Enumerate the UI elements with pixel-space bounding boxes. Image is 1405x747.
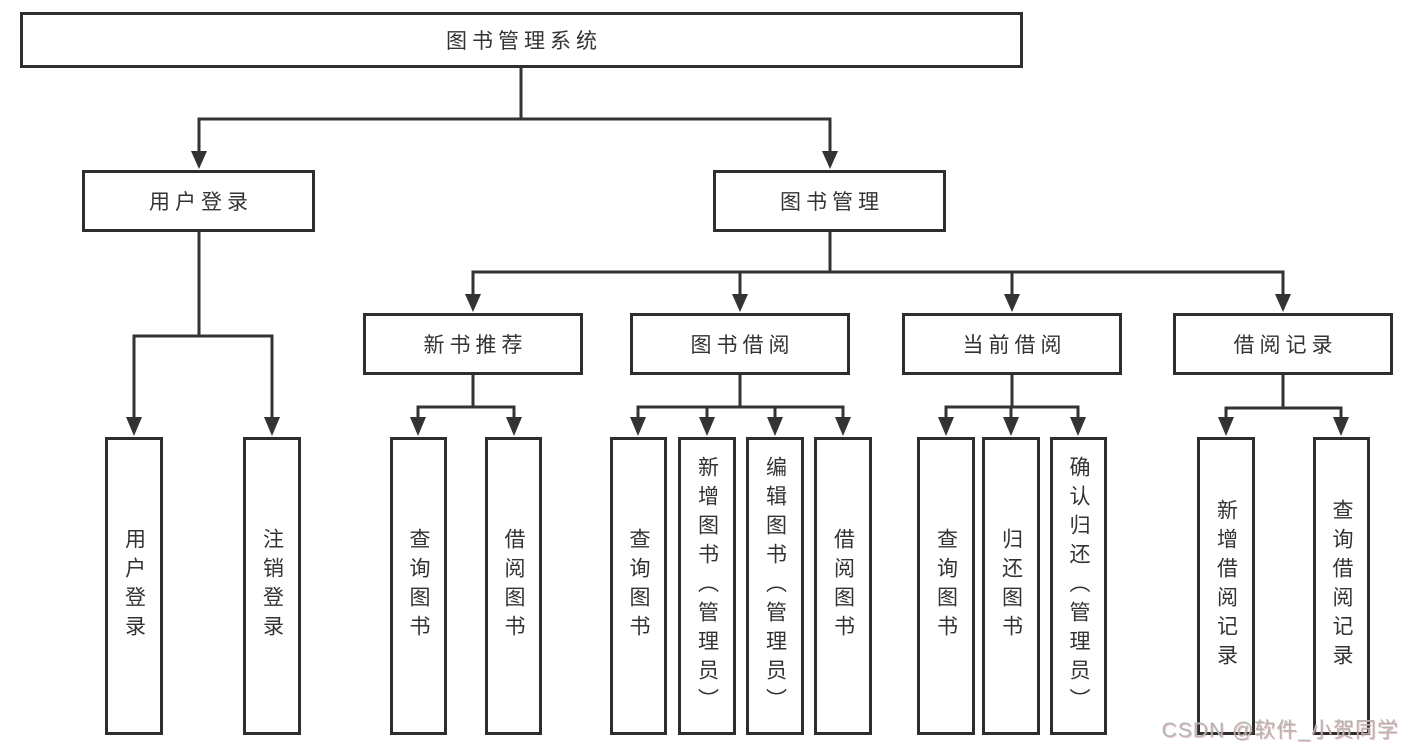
leaf-confirm-return-admin: 确认归还（管理员） (1050, 437, 1107, 735)
leaf-user-login: 用户登录 (105, 437, 163, 735)
arrow-down-icon (767, 417, 783, 436)
leaf-logout: 注销登录 (243, 437, 301, 735)
node-borrowing-records: 借阅记录 (1173, 313, 1393, 375)
arrow-down-icon (191, 151, 207, 169)
arrow-down-icon (1070, 417, 1086, 436)
leaf-label: 查询图书 (627, 528, 650, 644)
leaf-label: 查询图书 (407, 528, 430, 644)
arrow-down-icon (630, 417, 646, 436)
arrow-down-icon (1004, 294, 1020, 312)
arrow-down-icon (1003, 417, 1019, 436)
leaf-query-books-borrowing: 查询图书 (610, 437, 667, 735)
leaf-label: 借阅图书 (502, 528, 525, 644)
arrow-down-icon (1218, 417, 1234, 436)
node-label: 图书借阅 (690, 334, 795, 357)
arrow-down-icon (732, 294, 748, 312)
node-label: 图书管理 (780, 191, 884, 214)
leaf-borrow-books-borrowing: 借阅图书 (814, 437, 872, 735)
node-new-book-recommendation: 新书推荐 (363, 313, 583, 375)
leaf-label: 编辑图书（管理员） (763, 455, 787, 717)
csdn-watermark: CSDN @软件_小贺同学 (1161, 719, 1399, 742)
node-current-borrowing: 当前借阅 (902, 313, 1122, 375)
leaf-query-books-recommend: 查询图书 (390, 437, 447, 735)
leaf-label: 新增借阅记录 (1214, 499, 1238, 673)
node-user-login: 用户登录 (82, 170, 315, 232)
arrow-down-icon (699, 417, 715, 436)
arrow-down-icon (822, 151, 838, 169)
arrow-down-icon (1275, 294, 1291, 312)
node-book-borrowing: 图书借阅 (630, 313, 850, 375)
leaf-label: 注销登录 (260, 528, 284, 644)
leaf-label: 查询图书 (934, 528, 958, 644)
leaf-label: 借阅图书 (831, 528, 855, 644)
leaf-label: 用户登录 (122, 528, 146, 644)
arrow-down-icons (126, 151, 1349, 436)
leaf-return-book: 归还图书 (982, 437, 1040, 735)
node-book-management: 图书管理 (713, 170, 946, 232)
leaf-borrow-books-recommend: 借阅图书 (485, 437, 542, 735)
arrow-down-icon (506, 417, 522, 436)
arrow-down-icon (465, 294, 481, 312)
arrow-down-icon (126, 417, 142, 436)
leaf-label: 新增图书（管理员） (695, 455, 719, 717)
leaf-edit-book-admin: 编辑图书（管理员） (746, 437, 804, 735)
node-label: 新书推荐 (423, 334, 528, 357)
connector-lines (132, 68, 1343, 419)
node-label: 用户登录 (149, 191, 253, 214)
leaf-label: 确认归还（管理员） (1067, 455, 1090, 717)
leaf-add-book-admin: 新增图书（管理员） (678, 437, 736, 735)
node-label: 当前借阅 (962, 334, 1067, 357)
arrow-down-icon (1333, 417, 1349, 436)
node-label: 图书管理系统 (446, 30, 602, 53)
leaf-query-borrow-record: 查询借阅记录 (1313, 437, 1370, 735)
node-library-management-system: 图书管理系统 (20, 12, 1023, 68)
arrow-down-icon (410, 417, 426, 436)
leaf-add-borrow-record: 新增借阅记录 (1197, 437, 1255, 735)
leaf-label: 归还图书 (999, 528, 1023, 644)
arrow-down-icon (938, 417, 954, 436)
arrow-down-icon (835, 417, 851, 436)
arrow-down-icon (264, 417, 280, 436)
node-label: 借阅记录 (1233, 334, 1338, 357)
leaf-query-books-current: 查询图书 (917, 437, 975, 735)
leaf-label: 查询借阅记录 (1330, 499, 1353, 673)
